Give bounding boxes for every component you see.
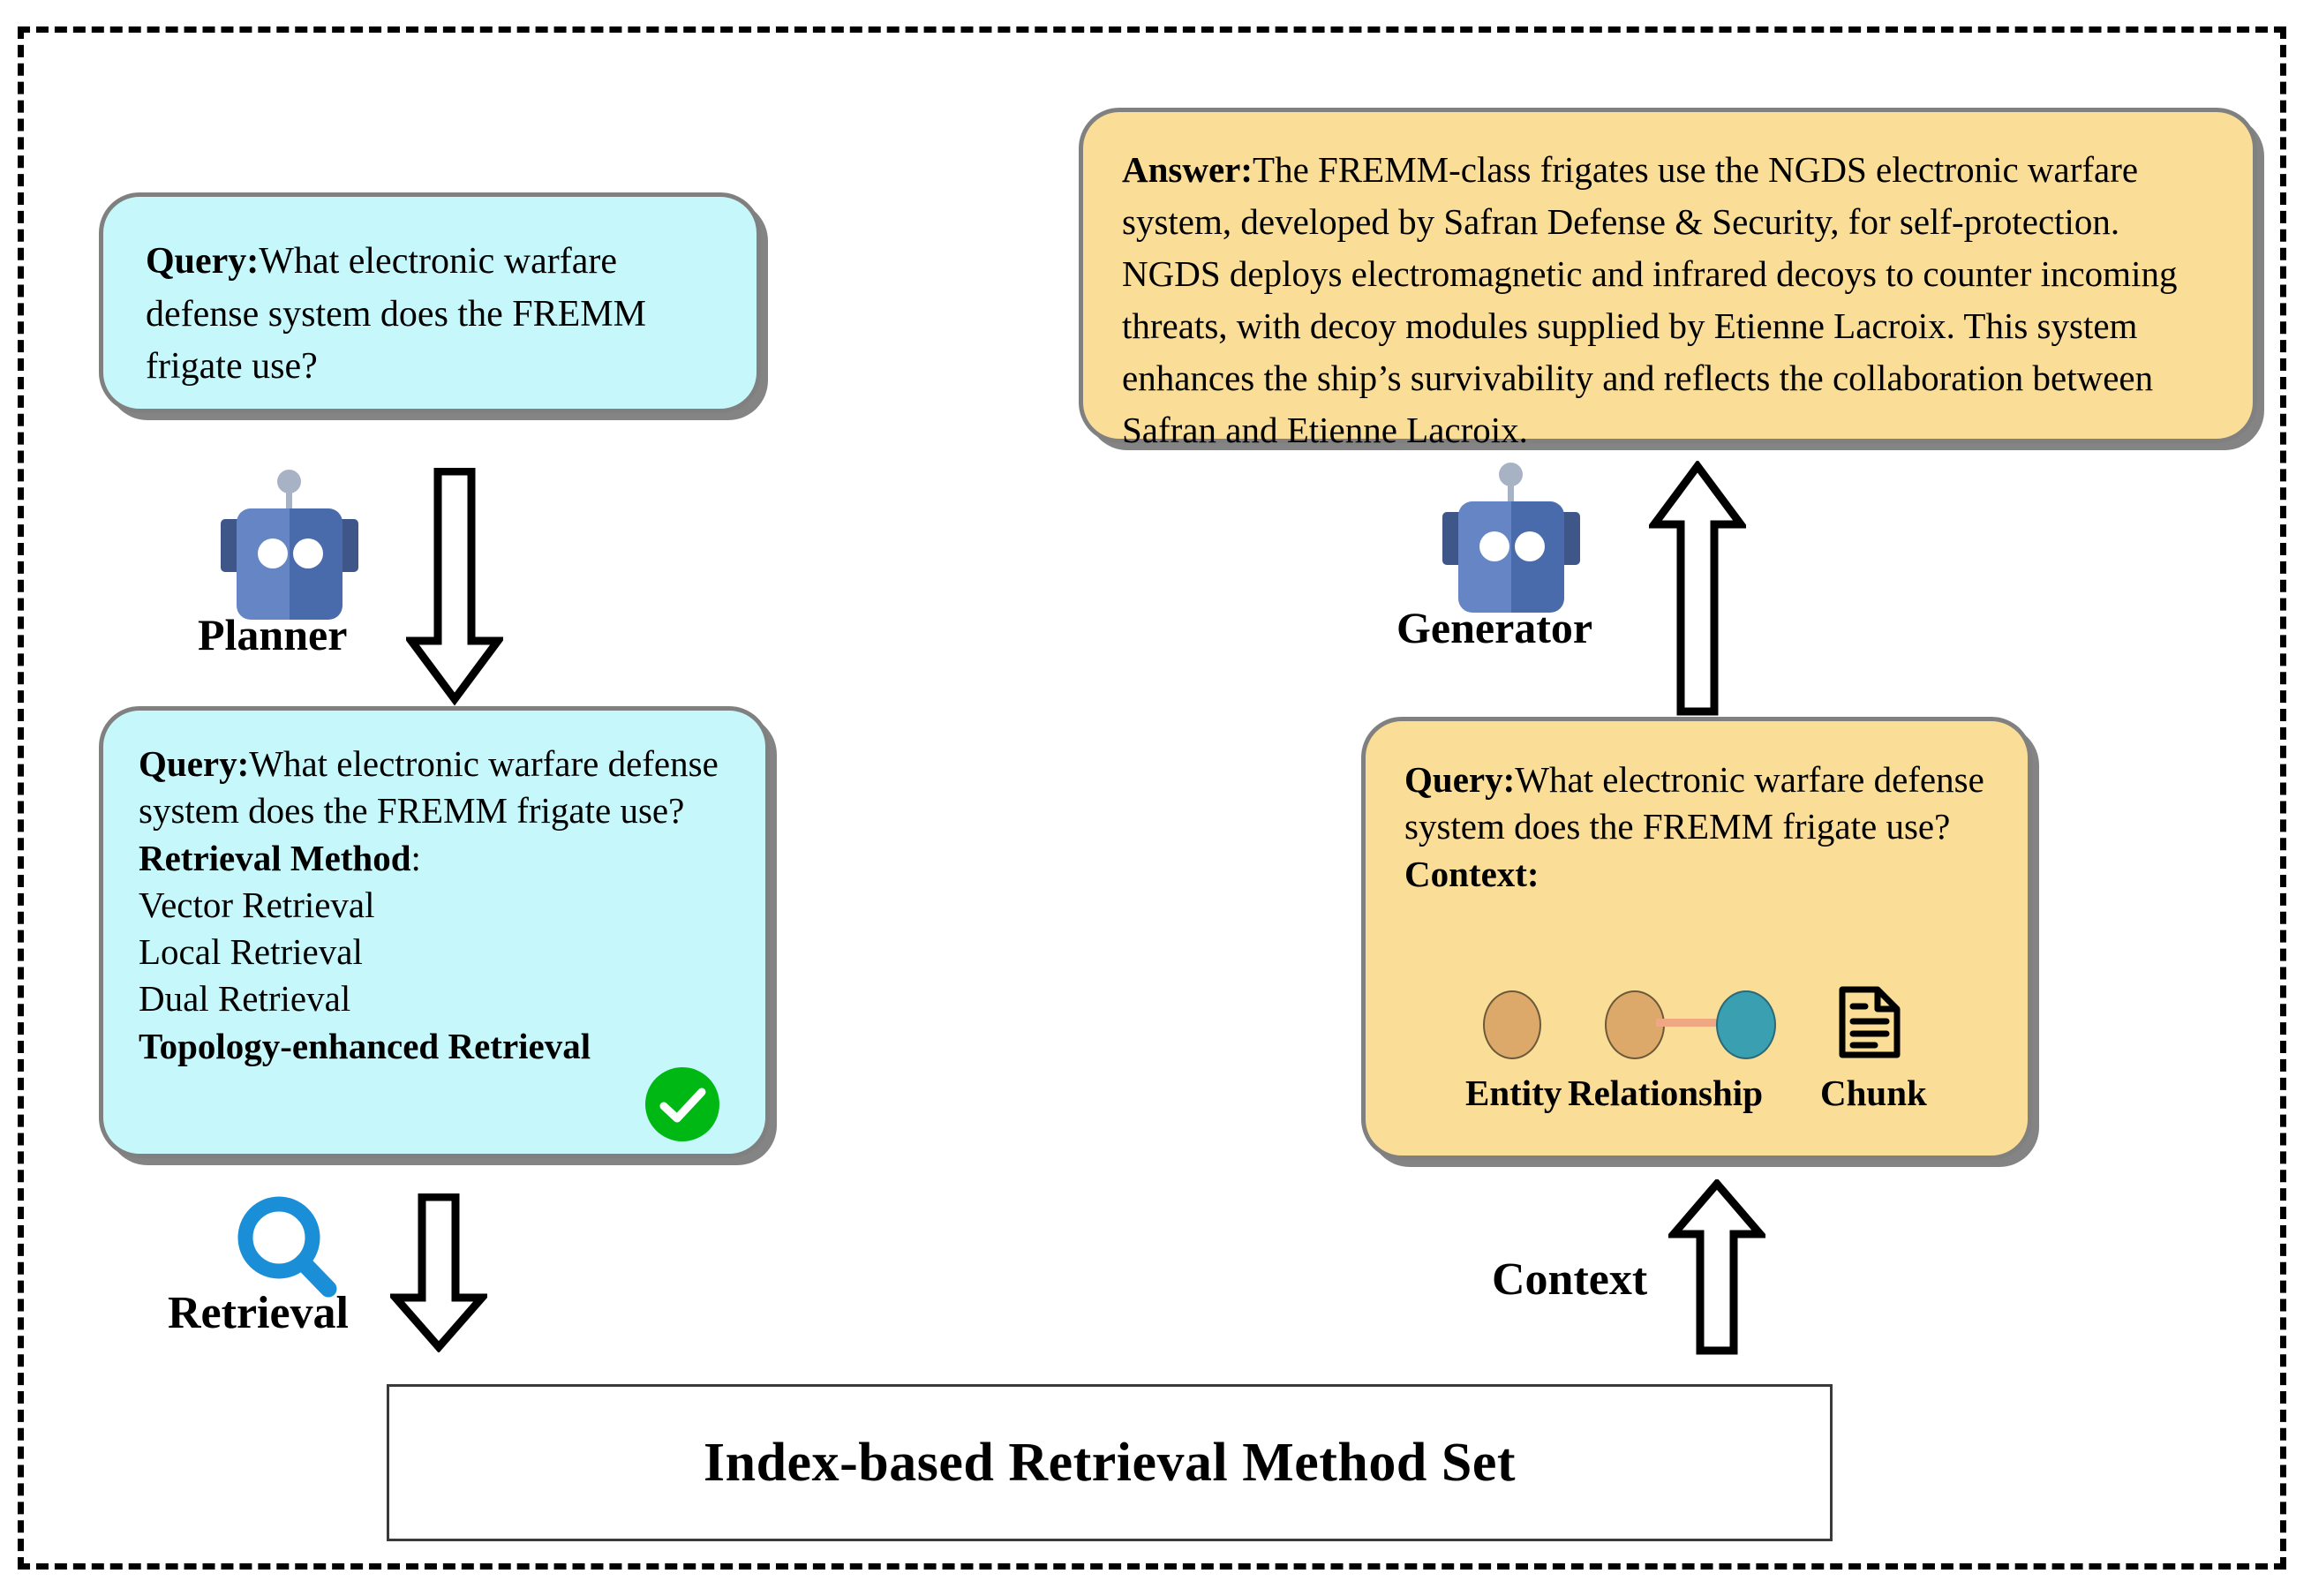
robot-head-icon xyxy=(1458,501,1564,613)
planner-robot-icon xyxy=(221,470,358,620)
search-icon xyxy=(231,1193,341,1309)
plan-method-heading: Retrieval Method: xyxy=(139,835,730,882)
answer-card: Answer:The FREMM-class frigates use the … xyxy=(1079,108,2257,450)
outer-dashed-frame xyxy=(18,26,2286,1570)
answer-text: The FREMM-class frigates use the NGDS el… xyxy=(1122,149,2178,451)
robot-left-eye-icon xyxy=(1479,531,1509,561)
query-text: What electronic warfare defense system d… xyxy=(146,241,646,388)
context-flow-arrow xyxy=(1668,1179,1765,1356)
robot-antenna-stem-icon xyxy=(1508,475,1514,507)
context-query-label: Query: xyxy=(1404,759,1516,800)
robot-left-eye-icon xyxy=(258,538,288,568)
context-heading: Context: xyxy=(1404,853,1539,894)
entity-node-icon xyxy=(1483,990,1541,1059)
method-option-dual[interactable]: Dual Retrieval xyxy=(139,975,730,1022)
plan-query-text: What electronic warfare defense system d… xyxy=(139,743,719,832)
retrieval-plan-text: Query:What electronic warfare defense sy… xyxy=(103,711,765,1154)
retrieval-flow-arrow xyxy=(390,1193,487,1352)
legend-label-entity: Entity xyxy=(1465,1073,1562,1113)
relationship-node-b-icon xyxy=(1716,990,1776,1059)
plan-query-label: Query: xyxy=(139,743,250,784)
context-legend: Entity Relationship Chunk xyxy=(1465,985,1970,1137)
context-card: Query:What electronic warfare defense sy… xyxy=(1361,717,2032,1160)
method-option-local[interactable]: Local Retrieval xyxy=(139,929,730,975)
plan-method-label: Retrieval Method xyxy=(139,837,411,878)
plan-method-colon: : xyxy=(410,837,421,878)
relationship-node-a-icon xyxy=(1605,990,1665,1059)
method-option-label: Dual Retrieval xyxy=(139,978,351,1020)
planner-label: Planner xyxy=(198,610,348,659)
query-card-text: Query:What electronic warfare defense sy… xyxy=(103,197,757,409)
answer-card-text: Answer:The FREMM-class frigates use the … xyxy=(1083,112,2253,450)
method-option-vector[interactable]: Vector Retrieval xyxy=(139,882,730,929)
answer-label: Answer: xyxy=(1122,149,1253,190)
generator-label: Generator xyxy=(1396,603,1593,652)
planner-flow-arrow xyxy=(406,468,503,706)
legend-label-chunk: Chunk xyxy=(1820,1073,1927,1113)
method-option-label: Local Retrieval xyxy=(139,931,363,973)
context-flow-label: Context xyxy=(1492,1254,1648,1305)
retrieval-flow-label: Retrieval xyxy=(168,1288,350,1338)
robot-right-eye-icon xyxy=(293,538,323,568)
robot-right-eye-icon xyxy=(1515,531,1545,561)
robot-head-icon xyxy=(237,508,343,620)
document-icon xyxy=(1836,985,1903,1064)
method-option-label: Vector Retrieval xyxy=(139,884,375,925)
context-query-line: Query:What electronic warfare defense sy… xyxy=(1404,757,1989,851)
query-label: Query: xyxy=(146,241,260,282)
legend-label-relationship: Relationship xyxy=(1568,1073,1763,1113)
index-method-set-card: Index-based Retrieval Method Set xyxy=(387,1384,1833,1541)
plan-query-line: Query:What electronic warfare defense sy… xyxy=(139,741,730,835)
generator-robot-icon xyxy=(1442,463,1580,613)
context-query-text: What electronic warfare defense system d… xyxy=(1404,759,1984,847)
method-option-topology[interactable]: Topology-enhanced Retrieval xyxy=(139,1023,730,1070)
context-card-text: Query:What electronic warfare defense sy… xyxy=(1366,721,2028,1156)
method-option-label: Topology-enhanced Retrieval xyxy=(139,1025,591,1066)
relationship-edge-icon xyxy=(1656,1019,1723,1027)
selected-check-badge xyxy=(644,1066,720,1142)
generator-flow-arrow xyxy=(1649,461,1746,717)
index-method-set-label: Index-based Retrieval Method Set xyxy=(703,1432,1517,1493)
query-card: Query:What electronic warfare defense sy… xyxy=(99,192,761,413)
robot-antenna-stem-icon xyxy=(286,482,292,514)
